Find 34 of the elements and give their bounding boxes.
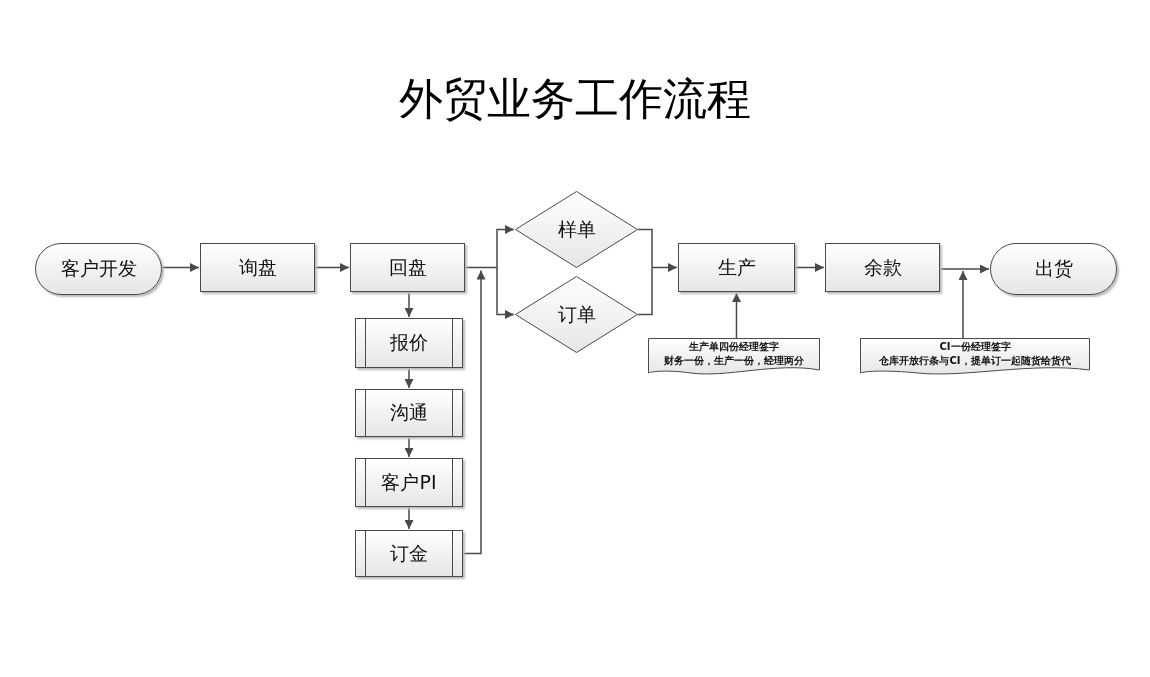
- process-box: 询盘: [200, 243, 315, 292]
- arrow: [161, 263, 200, 272]
- process-box: 余款: [825, 243, 940, 292]
- arrow: [496, 266, 515, 319]
- arrow: [637, 228, 653, 269]
- decision-diamond: 订单: [515, 276, 638, 353]
- note-text: 生产单四份经理签字: [689, 340, 779, 354]
- title: 外贸业务工作流程: [399, 72, 751, 126]
- document-note: [860, 338, 1090, 376]
- arrow: [732, 292, 741, 339]
- note-text: 财务一份，生产一份，经理两分: [664, 354, 804, 368]
- decision-diamond: 样单: [515, 191, 638, 268]
- process-box: 回盘: [350, 243, 465, 292]
- arrow: [404, 436, 414, 458]
- arrow: [651, 263, 678, 272]
- document-note: [648, 338, 820, 376]
- arrow: [404, 291, 414, 318]
- note-text: CI一份经理签字: [939, 340, 1011, 354]
- arrow: [314, 263, 350, 272]
- arrow: [462, 269, 486, 555]
- arrow: [404, 506, 414, 530]
- arrow: [496, 225, 515, 269]
- arrow: [794, 263, 825, 272]
- terminal-box: 客户开发: [35, 243, 162, 295]
- arrow: [404, 367, 414, 389]
- arrow: [939, 264, 990, 274]
- terminal-box: 出货: [990, 243, 1117, 295]
- subprocess-box: 沟通: [355, 389, 463, 437]
- subprocess-box: 客户PI: [355, 458, 463, 507]
- process-box: 生产: [678, 243, 795, 292]
- arrow: [958, 270, 968, 339]
- note-text: 仓库开放行条与CI，提单订一起随货给货代: [879, 354, 1071, 368]
- subprocess-box: 报价: [355, 318, 463, 368]
- subprocess-box: 订金: [355, 530, 463, 577]
